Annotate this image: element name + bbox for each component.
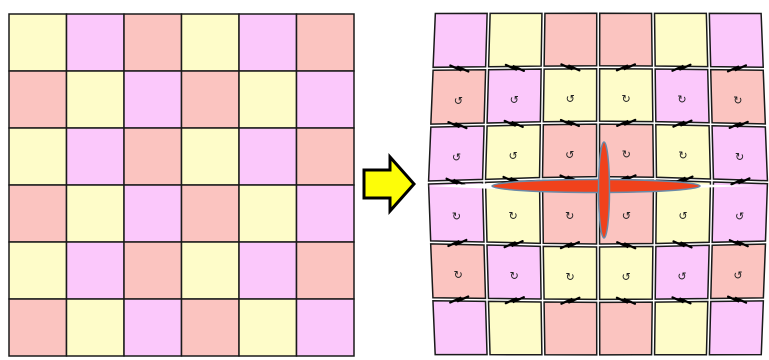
deformed-cell <box>489 13 542 66</box>
deformed-cell <box>709 301 763 355</box>
rotation-arrow-icon: ↻ <box>565 209 574 222</box>
rotation-arrow-icon: ↻ <box>452 210 461 223</box>
deformed-cell <box>709 13 763 67</box>
grid-cell <box>182 242 240 299</box>
rotation-arrow-icon: ↻ <box>566 270 575 283</box>
grid-cell <box>297 71 355 128</box>
grid-cell <box>239 128 297 185</box>
grid-cell <box>67 242 125 299</box>
rotation-arrow-icon: ↺ <box>678 210 687 223</box>
grid-cell <box>124 185 182 242</box>
rotation-arrow-icon: ↺ <box>735 210 744 223</box>
rotation-arrow-icon: ↻ <box>622 148 631 161</box>
deformed-cell <box>600 13 653 66</box>
rotation-arrow-icon: ↻ <box>454 269 463 282</box>
grid-cell <box>239 71 297 128</box>
rotation-arrow-icon: ↻ <box>508 210 517 223</box>
grid-cell <box>9 71 67 128</box>
grid-cell <box>124 14 182 71</box>
deformed-cell <box>433 301 487 355</box>
grid-cell <box>9 128 67 185</box>
grid-cell <box>239 242 297 299</box>
grid-cell <box>124 242 182 299</box>
grid-cell <box>124 128 182 185</box>
rotation-arrow-icon: ↺ <box>733 269 742 282</box>
rotation-arrow-icon: ↻ <box>733 94 742 107</box>
rotation-arrow-icon: ↻ <box>735 151 744 164</box>
grid-cell <box>9 242 67 299</box>
grid-cell <box>297 242 355 299</box>
rotation-arrow-icon: ↺ <box>622 209 631 222</box>
grid-cell <box>182 299 240 356</box>
grid-cell <box>9 185 67 242</box>
grid-cell <box>182 185 240 242</box>
rotation-arrow-icon: ↻ <box>621 93 630 106</box>
grid-cell <box>67 299 125 356</box>
crack-vertical <box>599 142 610 238</box>
deformed-cell <box>544 302 597 355</box>
deformed-cell <box>655 13 708 66</box>
deformed-cell <box>433 13 487 67</box>
grid-cell <box>9 14 67 71</box>
right-arrow-icon <box>364 157 414 211</box>
rotation-arrow-icon: ↻ <box>677 93 686 106</box>
grid-cell <box>297 14 355 71</box>
transform-arrow <box>364 157 414 211</box>
grid-cell <box>182 128 240 185</box>
deformed-cell <box>544 13 597 66</box>
grid-cell <box>297 185 355 242</box>
grid-cell <box>67 71 125 128</box>
rotation-arrow-icon: ↻ <box>678 149 687 162</box>
grid-cell <box>239 299 297 356</box>
deformed-cell <box>600 302 653 355</box>
deformed-cell <box>489 301 542 354</box>
rotation-arrow-icon: ↺ <box>621 271 630 284</box>
grid-cell <box>239 14 297 71</box>
grid-cell <box>239 185 297 242</box>
deformed-cell <box>655 302 708 355</box>
grid-cell <box>67 185 125 242</box>
grid-cell <box>67 14 125 71</box>
grid-cell <box>9 299 67 356</box>
crack-horizontal <box>492 180 700 193</box>
rotation-arrow-icon: ↺ <box>566 93 575 106</box>
rotation-arrow-icon: ↻ <box>510 270 519 283</box>
grid-cell <box>124 71 182 128</box>
grid-cell <box>67 128 125 185</box>
undeformed-grid <box>9 14 354 356</box>
rotation-arrow-icon: ↺ <box>510 93 519 106</box>
grid-cell <box>297 128 355 185</box>
rotation-arrow-icon: ↺ <box>565 148 574 161</box>
rotation-arrow-icon: ↺ <box>454 94 463 107</box>
grid-cell <box>124 299 182 356</box>
rotation-arrow-icon: ↺ <box>509 149 518 162</box>
grid-cell <box>182 14 240 71</box>
rotation-arrow-icon: ↺ <box>677 270 686 283</box>
rotation-arrow-icon: ↺ <box>452 151 461 164</box>
grid-cell <box>182 71 240 128</box>
grid-cell <box>297 299 355 356</box>
